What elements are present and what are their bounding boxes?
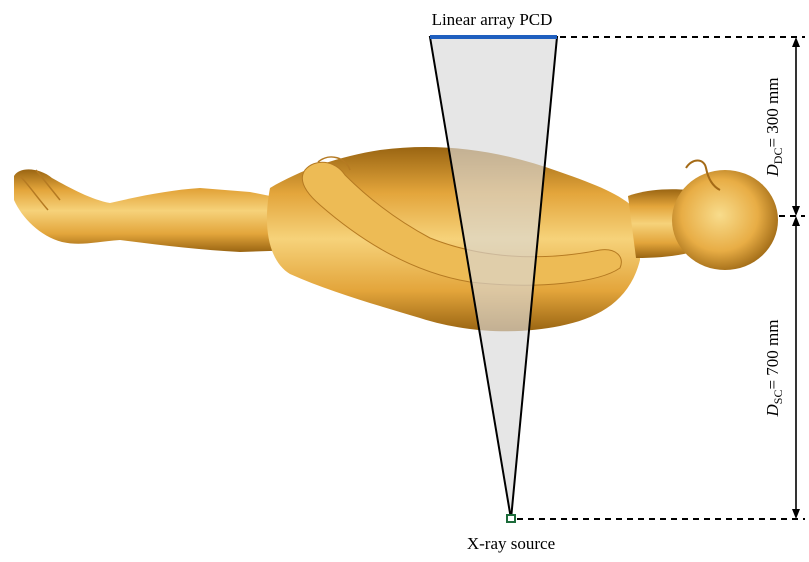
x-ray-source-icon: [507, 515, 515, 522]
detector-label: Linear array PCD: [432, 10, 553, 29]
source-label: X-ray source: [467, 534, 555, 553]
dimension-arrow-dc: [792, 37, 800, 216]
dimension-arrow-sc: [792, 216, 800, 519]
human-phantom-figure: [14, 147, 778, 331]
dimension-label-dc: DDC= 300 mm: [763, 78, 785, 178]
dimension-label-sc: DSC= 700 mm: [763, 319, 785, 417]
